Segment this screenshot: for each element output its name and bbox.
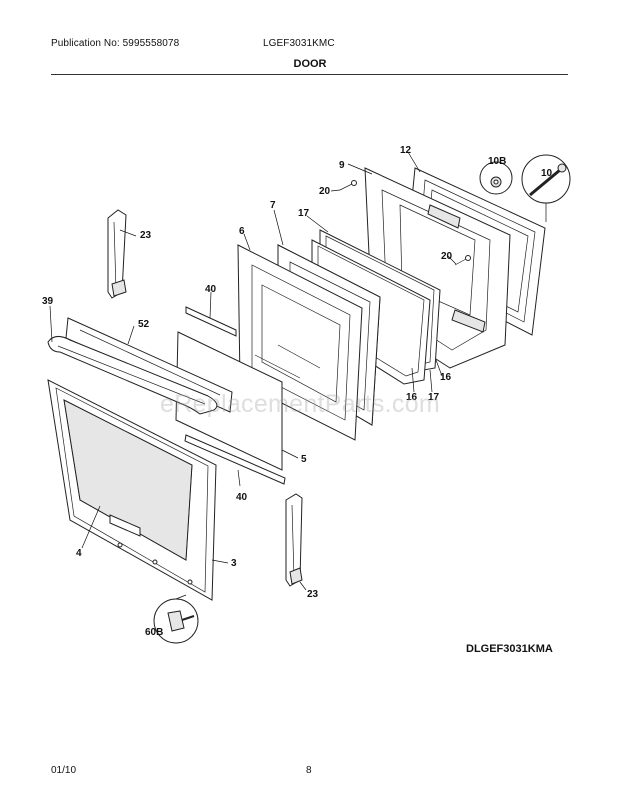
callout-16a: 16: [440, 372, 452, 383]
watermark: eReplacementParts.com: [160, 390, 441, 418]
part-40-trim-upper: [185, 306, 237, 337]
callout-3: 3: [231, 558, 237, 569]
callout-40a: 40: [205, 284, 217, 295]
callout-23a: 23: [140, 230, 152, 241]
drawing-code: DLGEF3031KMA: [466, 643, 553, 655]
callout-40b: 40: [236, 492, 248, 503]
part-60b-inset: [153, 594, 199, 644]
callout-16b: 16: [406, 392, 418, 403]
part-10-inset: [521, 154, 571, 222]
part-23-hinge-lower: [285, 493, 303, 587]
callout-9: 9: [339, 160, 345, 171]
callout-10: 10: [541, 168, 553, 179]
callout-5: 5: [301, 454, 307, 465]
callout-6: 6: [239, 226, 245, 237]
part-20-screw: [339, 180, 471, 266]
callout-20b: 20: [441, 251, 453, 262]
callout-20a: 20: [319, 186, 331, 197]
page-number: 8: [306, 765, 312, 776]
callout-labels: 9 12 10B 10 20 20 7 17 6 23 39 52 40 40 …: [42, 145, 553, 638]
part-3-outer-door: [47, 379, 217, 601]
callout-23b: 23: [307, 589, 319, 600]
part-39-handle: [47, 336, 218, 415]
callout-52: 52: [138, 319, 150, 330]
part-10b-inset: [479, 161, 513, 195]
publication-date: 01/10: [51, 765, 77, 776]
callout-17b: 17: [428, 392, 440, 403]
section-title: DOOR: [293, 58, 327, 70]
callout-17a: 17: [298, 208, 310, 219]
publication-number: Publication No: 5995558078: [51, 38, 180, 49]
callout-60b: 60B: [145, 627, 163, 638]
callout-10b: 10B: [488, 156, 506, 167]
model-number: LGEF3031KMC: [263, 38, 335, 49]
callout-39: 39: [42, 296, 54, 307]
callout-7: 7: [270, 200, 276, 211]
leader-lines: [49, 151, 457, 591]
callout-12: 12: [400, 145, 412, 156]
header-rule: [51, 74, 568, 75]
part-40-trim-lower: [184, 434, 286, 485]
callout-4: 4: [76, 548, 82, 559]
part-23-hinge-upper: [107, 209, 127, 299]
